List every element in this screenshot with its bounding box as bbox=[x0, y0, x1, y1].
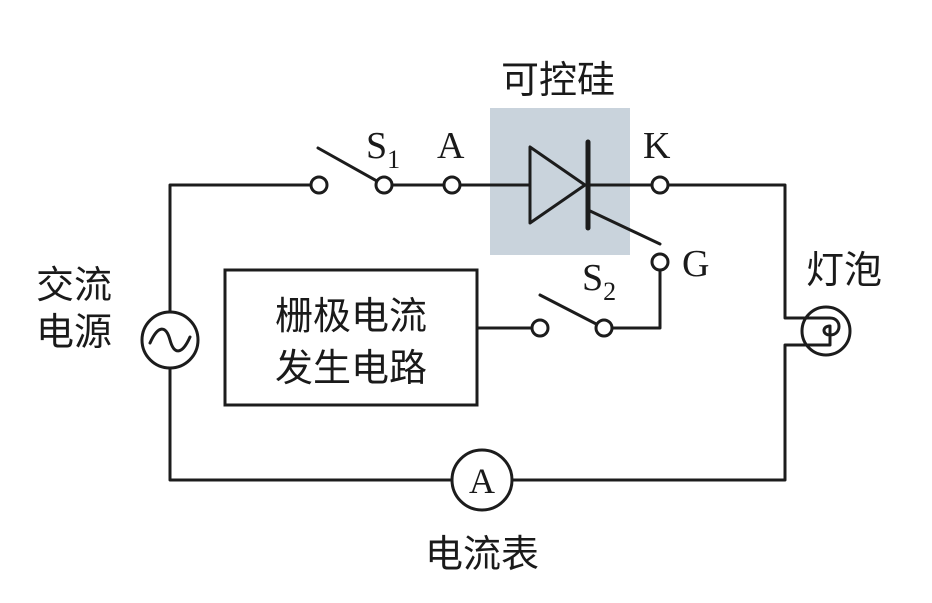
gate-box-label-line1: 栅极电流 bbox=[275, 294, 427, 338]
terminal-s1-left bbox=[309, 175, 329, 195]
label-s1-letter: S bbox=[366, 125, 387, 167]
scr-highlight-box bbox=[490, 108, 630, 255]
scr-gate-lead bbox=[586, 208, 662, 246]
wire-right-bottom bbox=[510, 343, 804, 482]
label-s2-letter: S bbox=[582, 257, 603, 299]
wire-left-top bbox=[168, 183, 318, 314]
ammeter-label: 电流表 bbox=[425, 532, 539, 576]
lamp-bulb bbox=[800, 305, 852, 357]
terminal-a bbox=[442, 175, 462, 195]
ac-source-label-line2: 电源 bbox=[36, 310, 112, 354]
switch-s2-blade[interactable] bbox=[538, 293, 606, 330]
gate-generator-box bbox=[223, 268, 479, 407]
ammeter-circle bbox=[450, 448, 514, 512]
gate-box-label-line2: 发生电路 bbox=[275, 346, 427, 390]
scr-title: 可控硅 bbox=[501, 58, 615, 102]
lamp-label: 灯泡 bbox=[806, 248, 882, 292]
switch-s1-blade[interactable] bbox=[316, 146, 386, 187]
label-s1: S1 bbox=[366, 125, 400, 174]
label-s1-subscript: 1 bbox=[387, 145, 400, 174]
lamp-filament-icon bbox=[802, 316, 841, 347]
ac-source-label-line1: 交流 bbox=[36, 263, 112, 307]
terminal-g bbox=[650, 252, 670, 272]
wire-bottom-left bbox=[168, 366, 454, 482]
sine-wave-icon bbox=[148, 327, 192, 353]
wire-gate bbox=[602, 260, 662, 330]
label-g: G bbox=[682, 243, 709, 285]
ammeter-symbol: A bbox=[469, 461, 495, 501]
terminal-s2-left bbox=[530, 318, 550, 338]
terminal-s1-right bbox=[374, 175, 394, 195]
label-s2: S2 bbox=[582, 257, 616, 306]
label-s2-subscript: 2 bbox=[603, 277, 616, 306]
scr-diode-triangle bbox=[528, 145, 587, 225]
wire-right-top bbox=[658, 183, 804, 320]
label-a: A bbox=[437, 125, 465, 167]
label-k: K bbox=[643, 125, 671, 167]
terminal-s2-right bbox=[594, 318, 614, 338]
terminal-k bbox=[650, 175, 670, 195]
